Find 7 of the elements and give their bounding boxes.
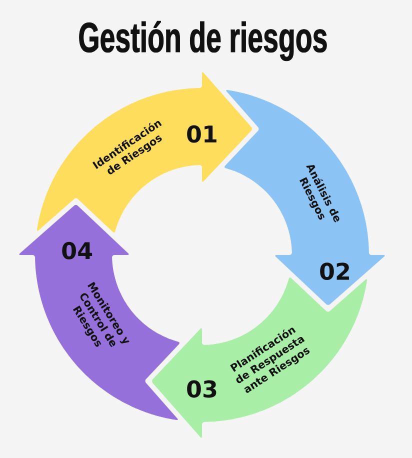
- step-number: 03: [187, 380, 216, 398]
- step-number: 04: [62, 242, 92, 260]
- step-number: 01: [187, 125, 216, 143]
- ring-segment: [36, 72, 252, 233]
- step-number: 02: [320, 262, 349, 280]
- ring-segment: [19, 205, 180, 420]
- ring-segment: [224, 90, 385, 305]
